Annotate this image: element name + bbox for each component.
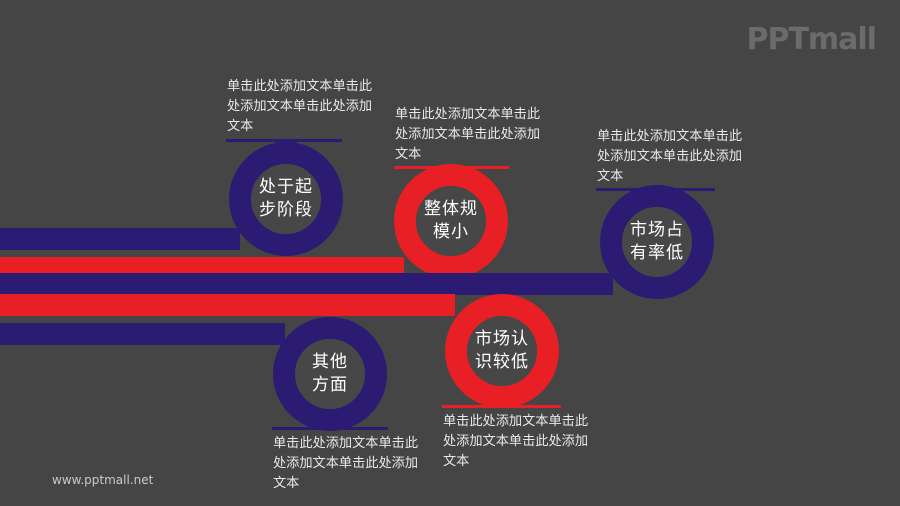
caption-text-2[interactable]: 单击此处添加文本单击此处添加文本单击此处添加文本 [395, 107, 541, 162]
connector-rule-3 [596, 188, 715, 191]
connector-pointer-1 [275, 142, 297, 155]
connector-rule-4 [272, 427, 388, 430]
ribbon-track-3 [0, 185, 714, 299]
caption-text-1[interactable]: 单击此处添加文本单击此处添加文本单击此处添加文本 [227, 79, 373, 134]
connector-rule-2 [394, 166, 509, 169]
caption-text-3[interactable]: 单击此处添加文本单击此处添加文本单击此处添加文本 [597, 129, 743, 184]
connector-rule-5 [442, 405, 561, 408]
connector-pointer-3 [646, 191, 668, 204]
pptmall-logo: PPTmall [746, 22, 877, 57]
connector-5 [442, 392, 561, 408]
footer-url: www.pptmall.net [52, 473, 154, 487]
connector-pointer-2 [440, 169, 462, 182]
connector-3 [596, 188, 715, 204]
connector-pointer-4 [319, 414, 341, 427]
caption-text-5[interactable]: 单击此处添加文本单击此处添加文本单击此处添加文本 [443, 414, 589, 469]
connector-rule-1 [226, 139, 342, 142]
connector-1 [226, 139, 342, 155]
node-label-4: 其他 方面 [312, 352, 348, 395]
node-label-3: 市场占 有率低 [630, 220, 684, 263]
connector-pointer-5 [491, 392, 513, 405]
node-label-1: 处于起 步阶段 [259, 177, 313, 220]
caption-text-4[interactable]: 单击此处添加文本单击此处添加文本单击此处添加文本 [273, 436, 419, 491]
node-label-5: 市场认 识较低 [475, 329, 529, 372]
connector-4 [272, 414, 388, 430]
connector-2 [394, 166, 509, 182]
node-label-2: 整体规 模小 [424, 199, 478, 242]
